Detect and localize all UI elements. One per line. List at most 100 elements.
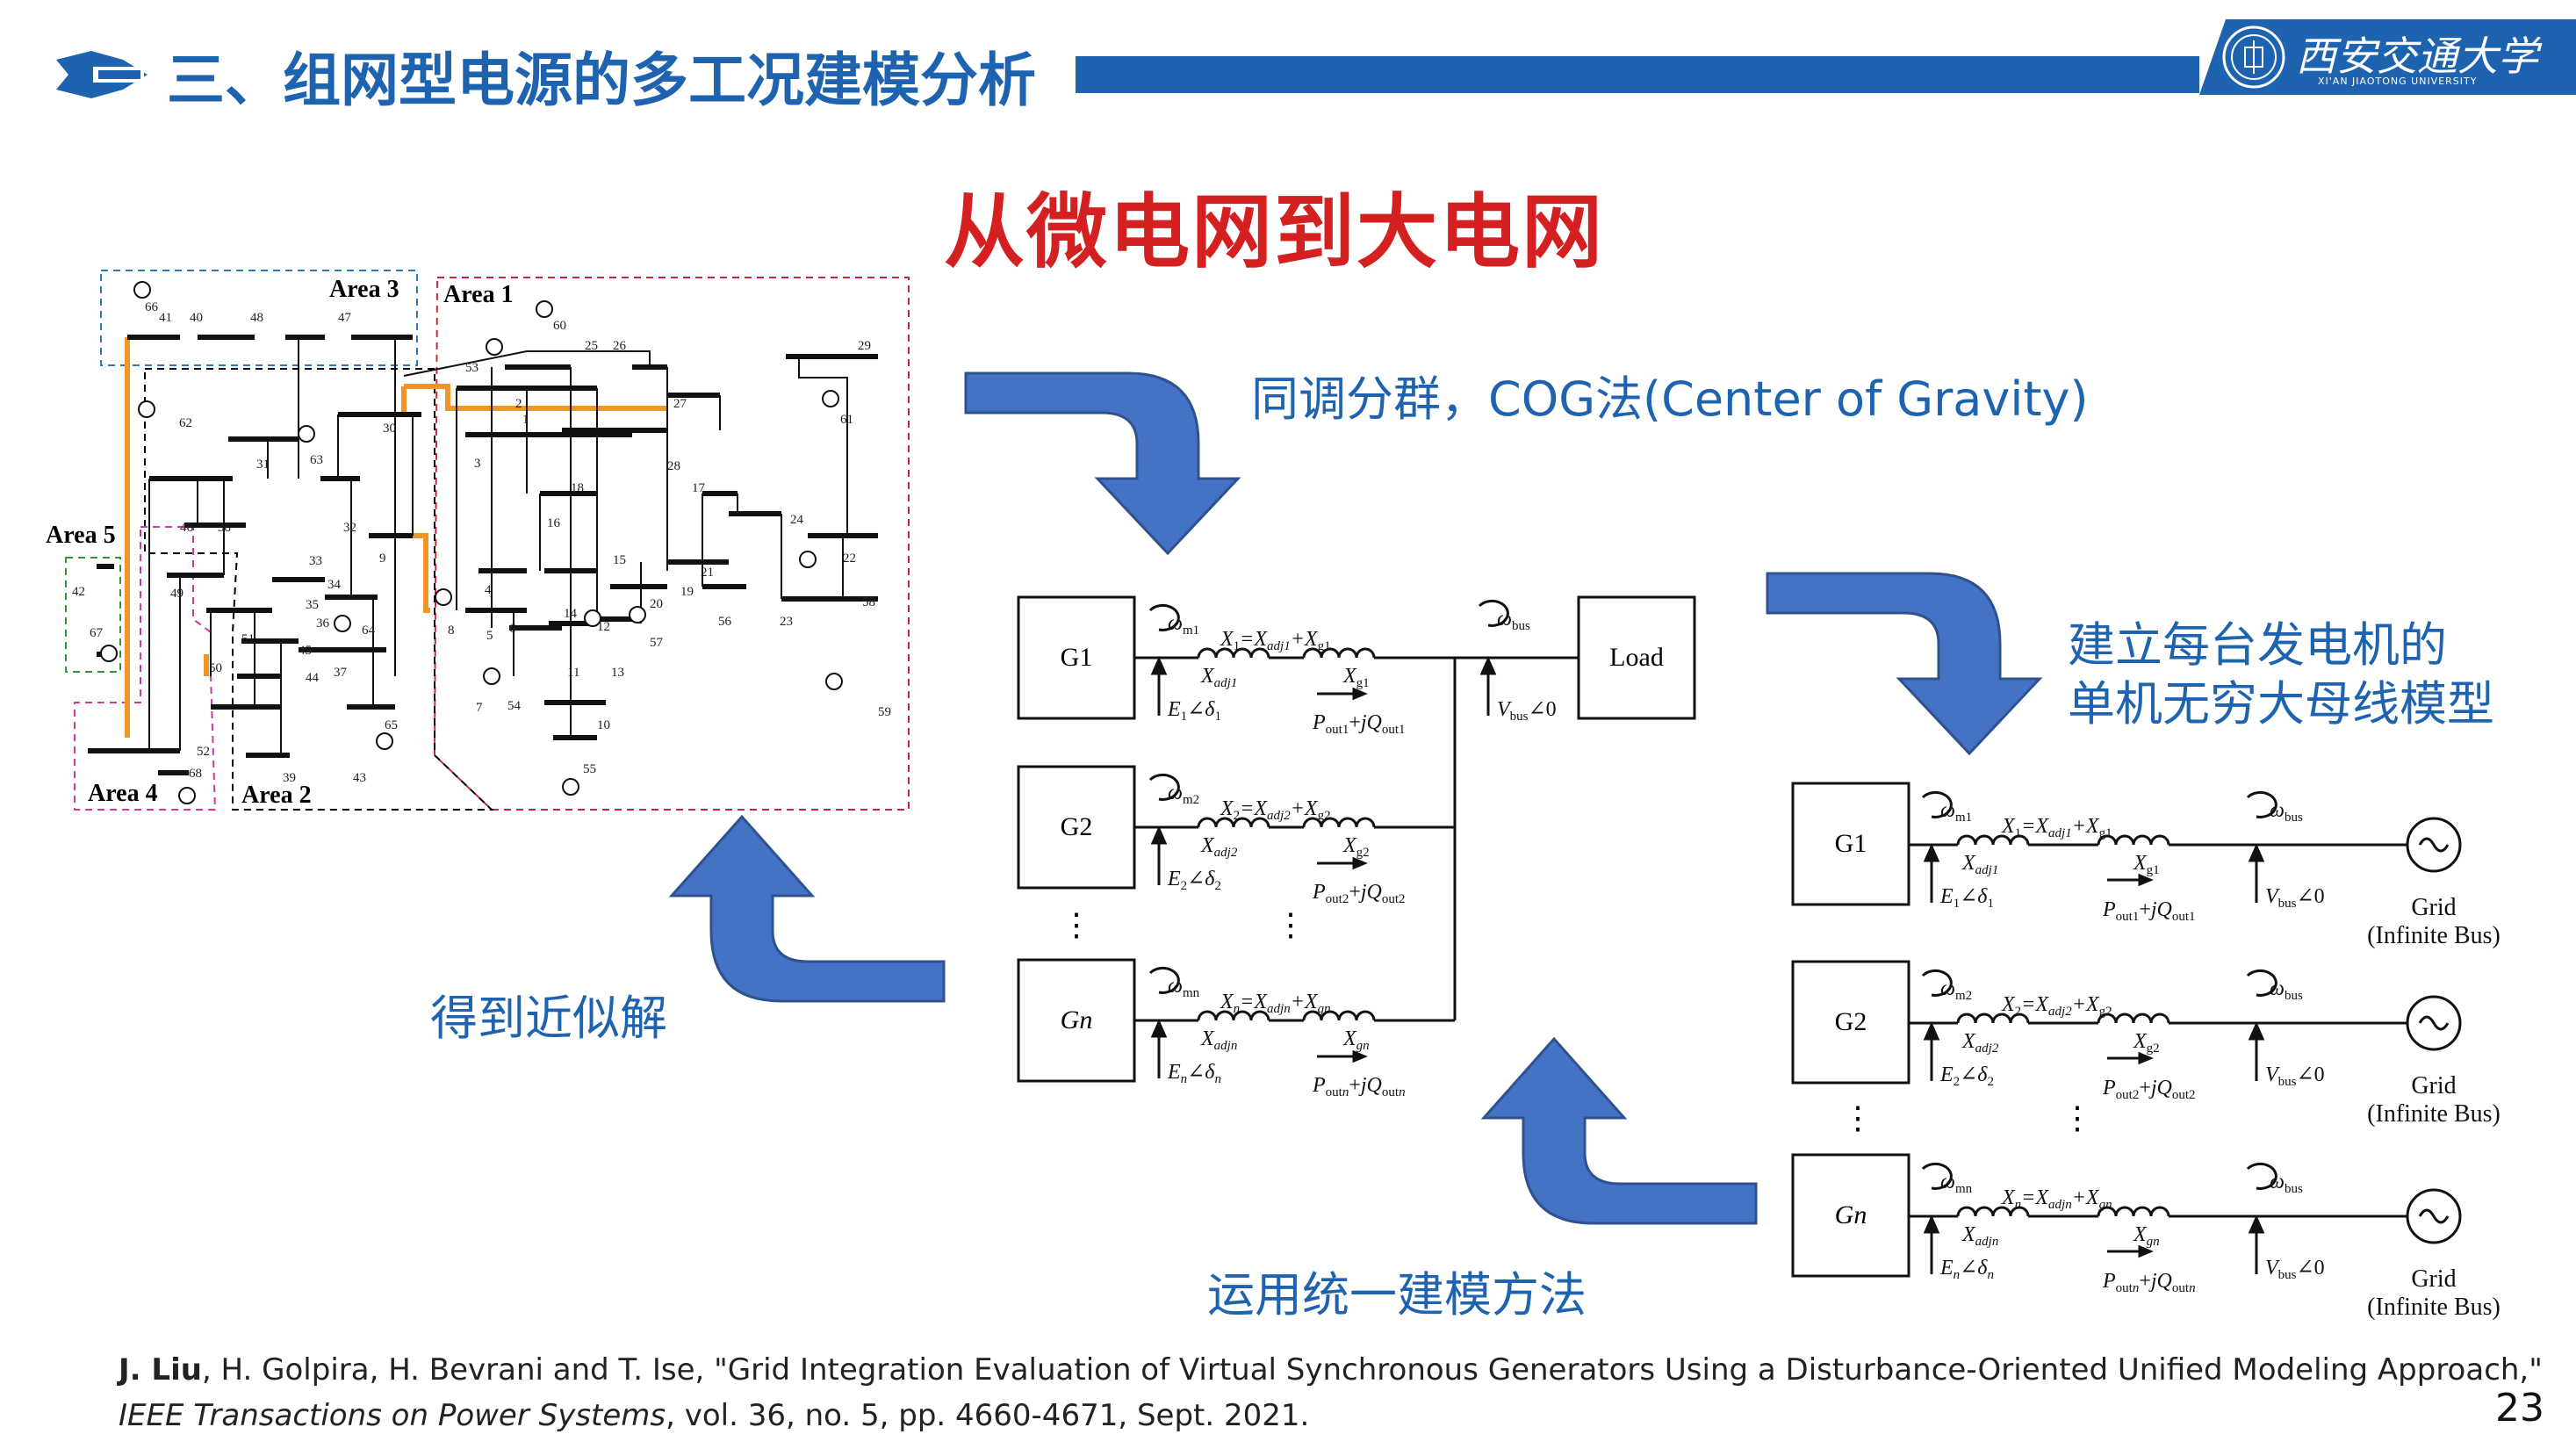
svg-text:ωmn: ωmn xyxy=(1168,975,1200,1000)
area4-label: Area 4 xyxy=(88,780,158,807)
svg-text:Xadjn: Xadjn xyxy=(1961,1223,1998,1249)
svg-text:49: 49 xyxy=(170,587,183,601)
area3-border xyxy=(100,270,418,366)
svg-text:ωm1: ωm1 xyxy=(1168,612,1199,638)
svg-text:43: 43 xyxy=(353,771,366,785)
svg-text:48: 48 xyxy=(250,311,263,325)
svg-text:22: 22 xyxy=(843,551,856,566)
svg-text:35: 35 xyxy=(306,598,319,612)
svg-text:62: 62 xyxy=(179,416,192,430)
grid-label-3: Grid xyxy=(2411,1265,2456,1293)
svg-text:36: 36 xyxy=(316,616,330,631)
svg-text:12: 12 xyxy=(597,620,610,634)
grid-note-2: (Infinite Bus) xyxy=(2367,1100,2500,1128)
svg-text:67: 67 xyxy=(90,626,104,640)
svg-text:X2=Xadj2+Xg2: X2=Xadj2+Xg2 xyxy=(1220,797,1331,823)
svg-text:15: 15 xyxy=(613,553,626,567)
area2-border xyxy=(144,368,494,811)
svg-text:6: 6 xyxy=(509,622,516,636)
grid-label-2: Grid xyxy=(2411,1072,2456,1099)
dots-left: ⋮ xyxy=(1061,907,1092,942)
svg-text:28: 28 xyxy=(667,459,680,473)
main-title: 从微电网到大电网 xyxy=(944,185,1605,279)
flow-arrow-infinite-bus xyxy=(1763,569,2053,766)
reference-journal: IEEE Transactions on Power Systems xyxy=(119,1398,666,1433)
svg-text:3: 3 xyxy=(474,457,481,471)
reference-line-2: IEEE Transactions on Power Systems, vol.… xyxy=(119,1398,1309,1433)
infinite-bus-label-line2: 单机无穷大母线模型 xyxy=(2068,676,2494,732)
svg-text:47: 47 xyxy=(338,311,352,325)
reference-authors: J. Liu xyxy=(119,1352,202,1388)
svg-text:10: 10 xyxy=(597,718,610,732)
svg-text:Xadj1: Xadj1 xyxy=(1200,665,1237,690)
svg-text:39: 39 xyxy=(283,771,296,785)
network-diagram: Area 3 Area 1 Area 5 Area 4 Area 2 xyxy=(35,263,922,829)
svg-text:59: 59 xyxy=(878,705,891,719)
svg-text:Xgn: Xgn xyxy=(1342,1027,1370,1053)
svg-text:ωm2: ωm2 xyxy=(1940,977,1972,1003)
grid-note-3: (Infinite Bus) xyxy=(2367,1294,2500,1321)
svg-text:25: 25 xyxy=(585,339,598,353)
svg-text:45: 45 xyxy=(299,644,312,658)
svg-text:50: 50 xyxy=(209,661,222,675)
svg-text:13: 13 xyxy=(611,666,624,680)
svg-text:16: 16 xyxy=(547,516,561,530)
svg-text:Xg1: Xg1 xyxy=(1342,665,1370,690)
svg-text:34: 34 xyxy=(327,578,342,592)
inf-dots-left: ⋮ xyxy=(1842,1100,1874,1135)
svg-text:60: 60 xyxy=(553,319,566,333)
svg-text:Xn=Xadjn+Xgn: Xn=Xadjn+Xgn xyxy=(1220,991,1331,1016)
area1-label: Area 1 xyxy=(443,281,514,308)
svg-text:Xgn: Xgn xyxy=(2133,1223,2160,1249)
svg-text:63: 63 xyxy=(310,453,323,467)
svg-text:52: 52 xyxy=(197,745,210,759)
svg-text:E1∠δ1: E1∠δ1 xyxy=(1167,698,1221,724)
svg-text:29: 29 xyxy=(858,339,871,353)
svg-text:X2=Xadj2+Xg2: X2=Xadj2+Xg2 xyxy=(2001,993,2112,1019)
svg-text:Xadjn: Xadjn xyxy=(1200,1027,1237,1053)
svg-text:23: 23 xyxy=(780,615,793,629)
gen-gn-label: Gn xyxy=(1061,1006,1093,1034)
svg-text:X1=Xadj1+Xg1: X1=Xadj1+Xg1 xyxy=(1220,628,1331,653)
svg-text:40: 40 xyxy=(190,311,203,325)
svg-text:8: 8 xyxy=(448,623,455,638)
svg-text:37: 37 xyxy=(334,666,348,680)
lines xyxy=(148,337,848,755)
header-bar xyxy=(1076,56,2199,93)
svg-text:Pout2+jQout2: Pout2+jQout2 xyxy=(2102,1077,2196,1102)
gen-g1-label: G1 xyxy=(1061,643,1093,672)
svg-text:Pout1+jQout1: Pout1+jQout1 xyxy=(1312,711,1406,737)
svg-text:Vbus∠0: Vbus∠0 xyxy=(1497,698,1557,724)
svg-text:41: 41 xyxy=(159,311,172,325)
reference-details: , vol. 36, no. 5, pp. 4660-4671, Sept. 2… xyxy=(666,1398,1310,1433)
inf-gen-g2-label: G2 xyxy=(1835,1007,1867,1036)
university-name-en: XI'AN JIAOTONG UNIVERSITY xyxy=(2318,76,2478,87)
svg-text:Vbus∠0: Vbus∠0 xyxy=(2265,885,2325,911)
svg-text:Poutn+jQoutn: Poutn+jQoutn xyxy=(2102,1270,2196,1295)
inf-gen-g1-label: G1 xyxy=(1835,829,1867,858)
svg-text:33: 33 xyxy=(309,554,322,568)
svg-text:2: 2 xyxy=(515,397,522,411)
svg-text:11: 11 xyxy=(567,666,579,680)
svg-text:44: 44 xyxy=(306,671,320,685)
svg-text:54: 54 xyxy=(507,699,522,713)
svg-text:55: 55 xyxy=(583,762,596,776)
svg-text:17: 17 xyxy=(692,481,706,495)
infinite-bus-label-line1: 建立每台发电机的 xyxy=(2068,617,2447,673)
tie-line-orange xyxy=(404,384,667,411)
svg-text:4: 4 xyxy=(485,583,492,597)
dots-mid: ⋮ xyxy=(1275,907,1306,942)
approx-label: 得到近似解 xyxy=(430,991,667,1046)
svg-text:64: 64 xyxy=(362,623,376,638)
svg-text:53: 53 xyxy=(465,361,479,375)
svg-text:58: 58 xyxy=(862,595,875,609)
tie-line-orange xyxy=(404,533,430,613)
svg-text:20: 20 xyxy=(650,597,663,611)
gen-g2-label: G2 xyxy=(1061,812,1093,841)
unified-label: 运用统一建模方法 xyxy=(1207,1267,1587,1323)
university-name-cn: 西安交通大学 xyxy=(2296,32,2538,80)
svg-text:14: 14 xyxy=(564,607,578,621)
flow-arrow-approx xyxy=(650,812,948,1009)
svg-text:21: 21 xyxy=(701,566,714,580)
